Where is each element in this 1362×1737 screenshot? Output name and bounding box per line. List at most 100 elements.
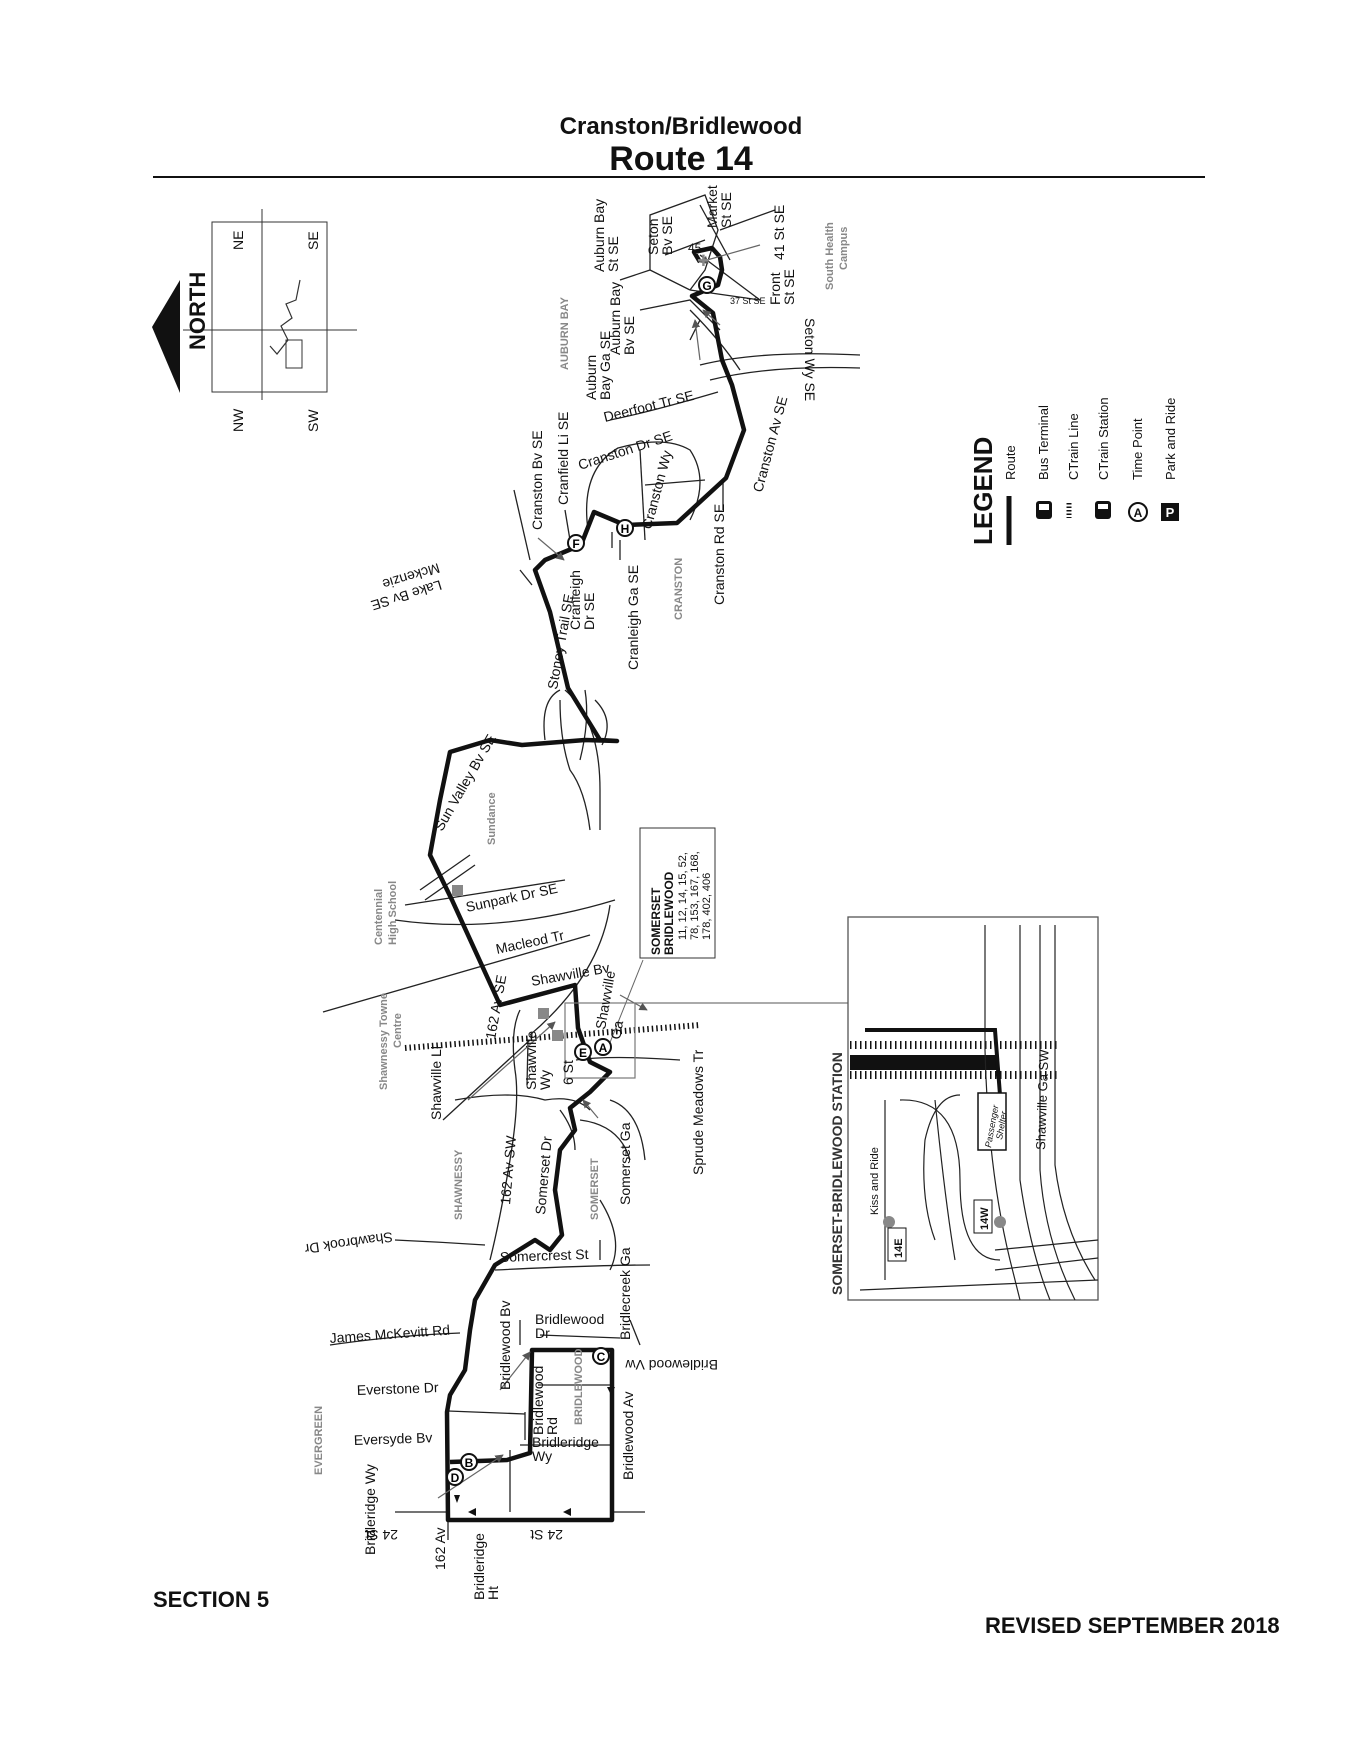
svg-text:Cranston Av SE: Cranston Av SE (749, 394, 790, 493)
svg-text:Bridlewood: Bridlewood (535, 1311, 604, 1327)
park-ride-marker-centennial (452, 885, 463, 896)
stop-14w-marker (994, 1216, 1006, 1228)
direction-arrows (454, 1387, 615, 1516)
time-point-a: A (594, 1038, 612, 1056)
time-points: A B C D E F G H (446, 276, 716, 1486)
legend-label-bus-terminal: Bus Terminal (1036, 405, 1051, 480)
svg-text:Bv SE: Bv SE (659, 216, 675, 255)
title-rule (153, 176, 1205, 178)
svg-text:37 St SE: 37 St SE (730, 296, 766, 306)
area-labels: AUBURN BAY South Health Campus CRANSTON … (313, 222, 850, 1475)
svg-text:South Health: South Health (824, 222, 836, 290)
svg-text:Bridleridge: Bridleridge (471, 1533, 487, 1600)
svg-text:Shawville: Shawville (523, 1031, 539, 1090)
legend-label-ctrain-line: CTrain Line (1066, 413, 1081, 480)
svg-text:Cranston Rd SE: Cranston Rd SE (711, 504, 727, 605)
station-box-routes-3: 178, 402, 406 (701, 873, 713, 940)
svg-text:24 St: 24 St (530, 1527, 563, 1543)
svg-text:Cranleigh Ga SE: Cranleigh Ga SE (625, 565, 641, 670)
svg-text:St SE: St SE (605, 236, 621, 272)
svg-text:Seton: Seton (645, 218, 661, 255)
svg-text:D: D (451, 1471, 460, 1485)
north-arrow-icon (152, 280, 180, 393)
inset-title: SOMERSET-BRIDLEWOOD STATION (829, 1052, 845, 1295)
svg-text:A: A (599, 1041, 608, 1055)
station-box-name-2: BRIDLEWOOD (662, 871, 676, 955)
svg-text:Bridlewood: Bridlewood (530, 1366, 546, 1435)
svg-text:James McKevitt Rd: James McKevitt Rd (329, 1322, 450, 1346)
route-14-line (427, 245, 747, 1523)
svg-text:Centre: Centre (392, 1013, 404, 1048)
time-point-e: E (574, 1043, 592, 1061)
svg-text:Bridleridge Wy: Bridleridge Wy (362, 1464, 378, 1555)
map-subtitle: Cranston/Bridlewood (559, 113, 803, 140)
ctrain-station-icon (1095, 501, 1111, 519)
svg-text:Sunpark Dr SE: Sunpark Dr SE (464, 880, 559, 915)
svg-text:SHAWNESSY: SHAWNESSY (453, 1149, 465, 1220)
svg-text:Bridleridge: Bridleridge (532, 1434, 599, 1450)
time-point-h: H (616, 519, 634, 537)
svg-text:Cranleigh: Cranleigh (567, 570, 583, 630)
svg-text:Centennial: Centennial (373, 889, 385, 945)
svg-text:SOMERSET: SOMERSET (589, 1158, 601, 1220)
svg-text:45: 45 (688, 241, 702, 255)
svg-text:Dr SE: Dr SE (581, 593, 597, 630)
svg-text:C: C (597, 1350, 606, 1364)
svg-text:Auburn: Auburn (583, 355, 599, 400)
park-ride-marker-shawnessy (538, 1008, 549, 1019)
svg-text:Cranfield Li SE: Cranfield Li SE (555, 412, 571, 505)
svg-text:Deerfoot Tr SE: Deerfoot Tr SE (602, 387, 696, 425)
park-ride-marker-station (552, 1030, 563, 1041)
svg-text:F: F (572, 537, 579, 551)
svg-text:Bridlecreek Ga: Bridlecreek Ga (617, 1247, 633, 1340)
svg-text:B: B (465, 1456, 474, 1470)
legend-label-route: Route (1003, 445, 1018, 480)
hospital-icon: + (697, 248, 710, 273)
svg-text:Bridlewood Vw: Bridlewood Vw (625, 1357, 718, 1373)
svg-text:Front: Front (767, 272, 783, 305)
svg-text:Auburn Bay: Auburn Bay (607, 282, 623, 355)
svg-text:Dr: Dr (535, 1325, 550, 1341)
svg-text:162 Av SE: 162 Av SE (482, 974, 509, 1041)
legend-label-park-and-ride: Park and Ride (1163, 398, 1178, 480)
quadrant-sw: SW (305, 409, 321, 432)
svg-text:P: P (1166, 505, 1175, 520)
svg-text:Campus: Campus (838, 227, 850, 270)
svg-text:Shawbrook Dr: Shawbrook Dr (303, 1229, 393, 1257)
callout-arrows (437, 244, 761, 1499)
station-box-routes-1: 11, 12, 14, 15, 52, (677, 852, 689, 940)
svg-text:High School: High School (387, 881, 399, 945)
svg-text:162 Av SW: 162 Av SW (497, 1134, 519, 1205)
svg-text:Cranston Wy: Cranston Wy (638, 449, 674, 531)
svg-text:Seton Wy SE: Seton Wy SE (802, 318, 818, 401)
section-label: SECTION 5 (153, 1587, 270, 1612)
time-point-f: F (567, 534, 585, 552)
svg-text:BRIDLEWOOD: BRIDLEWOOD (573, 1349, 585, 1425)
legend-label-ctrain-station: CTrain Station (1096, 397, 1111, 480)
svg-text:Sundance: Sundance (486, 792, 498, 845)
revised-label: REVISED SEPTEMBER 2018 (985, 1613, 1280, 1638)
time-point-b: B (460, 1453, 478, 1471)
svg-text:162 Av: 162 Av (432, 1527, 448, 1570)
map-title: Route 14 (609, 140, 753, 178)
stop-14e-label: 14E (893, 1238, 905, 1258)
svg-text:Somerset Ga: Somerset Ga (617, 1122, 633, 1205)
quadrant-ne: NE (230, 231, 246, 250)
svg-text:Wy: Wy (532, 1448, 552, 1464)
svg-text:Shawnessy Towne: Shawnessy Towne (378, 993, 390, 1090)
time-point-icon: A (1128, 502, 1148, 522)
station-inset: SOMERSET-BRIDLEWOOD STATION Passenger Sh… (829, 916, 1099, 1301)
svg-text:Wy: Wy (537, 1070, 553, 1090)
svg-text:Sprude Meadows Tr: Sprude Meadows Tr (690, 1049, 706, 1175)
svg-text:24 St: 24 St (365, 1527, 398, 1543)
svg-text:Kiss and Ride: Kiss and Ride (869, 1147, 881, 1215)
stop-14e-marker (883, 1216, 895, 1228)
svg-text:Bridlewood Bv: Bridlewood Bv (497, 1301, 513, 1391)
svg-text:E: E (579, 1046, 587, 1060)
quadrant-nw: NW (230, 408, 246, 432)
legend-title: LEGEND (968, 437, 998, 545)
station-box-name-1: SOMERSET (649, 887, 663, 955)
svg-text:Somerset Dr: Somerset Dr (532, 1135, 555, 1215)
svg-text:St SE: St SE (781, 269, 797, 305)
